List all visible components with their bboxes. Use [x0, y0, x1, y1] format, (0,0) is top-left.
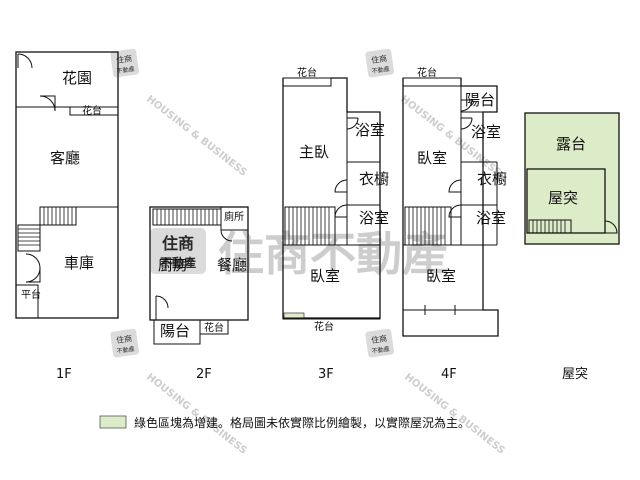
door-arc	[17, 53, 33, 69]
watermark-stamp: 住商 不動產	[110, 48, 139, 78]
door-arc	[25, 253, 41, 269]
svg-text:不動產: 不動產	[371, 345, 390, 355]
svg-text:不動產: 不動產	[371, 65, 390, 75]
addition-patch	[283, 312, 305, 319]
room-master: 主臥	[299, 143, 329, 161]
svg-text:住商: 住商	[116, 53, 133, 65]
room-bath-1: 浴室	[355, 121, 385, 139]
floor-4f: 花台 臥室 陽台 浴室 衣櫥 浴室 臥室	[402, 66, 507, 337]
floor-label-roof: 屋突	[562, 366, 588, 382]
room-bedroom-1: 臥室	[417, 149, 447, 167]
svg-text:不動產: 不動產	[116, 65, 135, 75]
watermark-english: HOUSING & BUSINESS	[144, 94, 248, 179]
room-garden: 花園	[62, 69, 92, 87]
watermark-stamp: 住商 不動產	[365, 328, 394, 358]
watermark-english: HOUSING & BUSINESS	[144, 372, 248, 457]
room-closet: 衣櫥	[477, 170, 507, 188]
room-balcony: 陽台	[465, 91, 495, 109]
floor-label-2f: 2F	[196, 367, 212, 382]
planter-top-label: 花台	[417, 66, 437, 79]
floor-labels: 1F 2F 3F 4F 屋突	[56, 366, 588, 382]
stairs	[404, 206, 452, 246]
room-bedroom: 臥室	[310, 267, 340, 285]
planter-label: 花台	[204, 321, 224, 334]
room-bath-1: 浴室	[471, 123, 501, 141]
platform-label: 平台	[21, 288, 41, 301]
door-arc	[39, 95, 56, 112]
floor-1f: 花台 平台 花園 客廳 車庫	[15, 51, 119, 319]
stairs	[17, 206, 77, 252]
floor-roof: 露台 屋突	[524, 112, 620, 245]
planter-bottom-label: 花台	[314, 320, 334, 333]
door-arc	[460, 99, 473, 112]
watermark-stamp: 住商 不動產	[110, 328, 139, 358]
toilet-label: 廁所	[224, 210, 244, 223]
watermark-brand: 住商不動產	[218, 227, 448, 281]
watermark: 住商 不動產 住商 不動產 住商 不動產 住商 不動產 HOUSING & BU…	[110, 48, 507, 457]
room-dining: 餐廳	[217, 256, 247, 274]
watermark-stamp: 住商 不動產	[365, 48, 394, 78]
door-arc	[604, 220, 618, 234]
room-closet: 衣櫥	[359, 170, 389, 188]
watermark-english: HOUSING & BUSINESS	[402, 372, 506, 457]
legend-swatch	[99, 415, 127, 429]
room-bath-2: 浴室	[476, 209, 506, 227]
floor-label-3f: 3F	[318, 367, 334, 382]
room-garage: 車庫	[64, 254, 94, 272]
door-arc	[460, 117, 473, 130]
door-arc	[25, 267, 41, 283]
door-arc	[448, 179, 462, 193]
door-arc	[334, 179, 348, 193]
stairs	[284, 206, 336, 246]
watermark-center-stamp: 住商 不動產	[150, 228, 206, 274]
legend: 綠色區塊為增建。格局圖未依實際比例繪製，以實際屋況為主。	[99, 415, 470, 430]
floor-3f: 花台 花台 主臥 浴室 衣櫥 浴室 臥室	[282, 66, 389, 333]
stairs	[528, 219, 572, 234]
svg-text:住商: 住商	[116, 333, 133, 345]
floor-label-4f: 4F	[441, 367, 457, 382]
room-bedroom-2: 臥室	[426, 267, 456, 285]
svg-text:住商: 住商	[162, 234, 194, 253]
room-balcony: 陽台	[160, 322, 190, 340]
svg-text:不動產: 不動產	[116, 345, 135, 355]
room-kitchen-1: 廚房	[158, 256, 188, 274]
door-arc	[448, 204, 462, 218]
room-bath-2: 浴室	[359, 209, 389, 227]
door-arc	[220, 229, 233, 242]
door-arc	[155, 295, 169, 320]
planter-label: 花台	[82, 104, 102, 117]
stairs	[152, 208, 222, 226]
floor-2f: 廁所 花台 廚房 餐廳 陽台	[149, 206, 249, 345]
svg-text:住商: 住商	[371, 333, 388, 345]
room-living: 客廳	[50, 149, 80, 167]
door-arc	[346, 117, 359, 130]
legend-text: 綠色區塊為增建。格局圖未依實際比例繪製，以實際屋況為主。	[134, 415, 470, 430]
svg-text:不動產: 不動產	[160, 255, 196, 270]
floor-label-1f: 1F	[56, 367, 72, 382]
room-penthouse: 屋突	[548, 189, 578, 207]
door-arc	[334, 204, 348, 218]
svg-text:住商: 住商	[371, 53, 388, 65]
room-terrace: 露台	[556, 135, 586, 153]
planter-top-label: 花台	[297, 66, 317, 79]
